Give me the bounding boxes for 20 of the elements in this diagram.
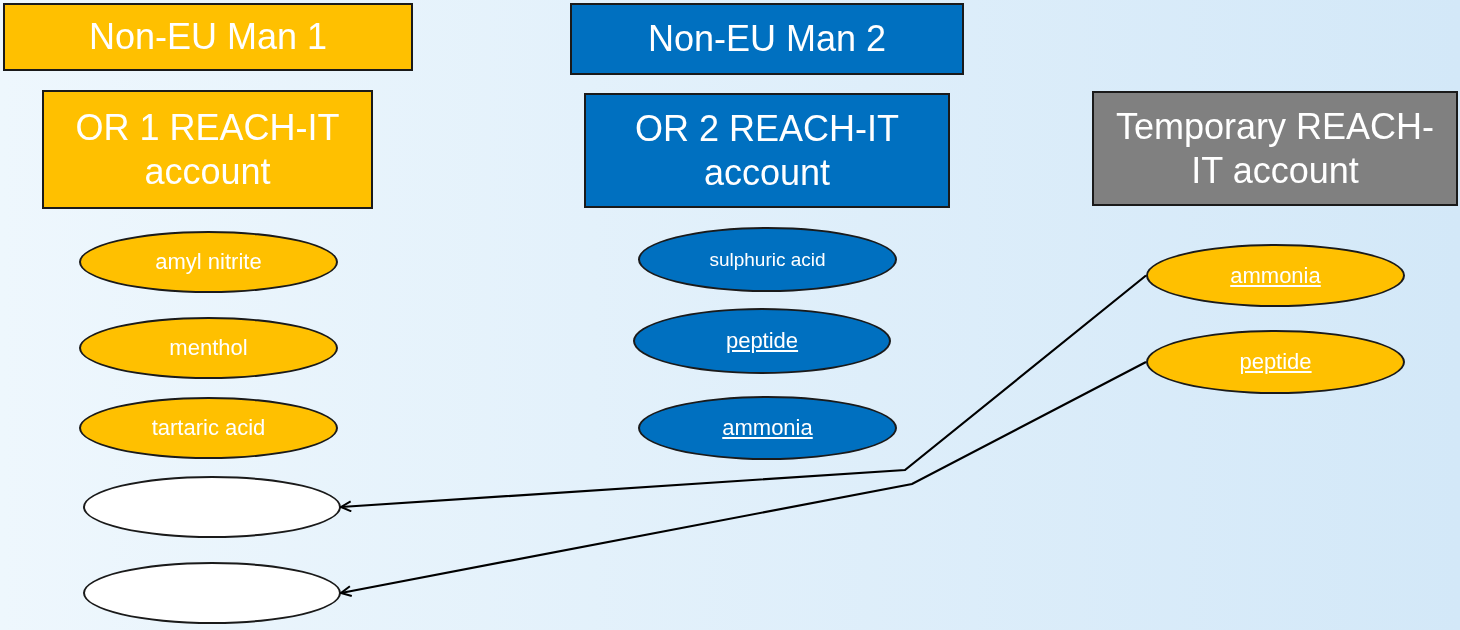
arrow: [340, 274, 1147, 513]
account-title: OR 1 REACH-IT account: [74, 106, 341, 193]
account-box: [1092, 91, 1458, 206]
substance-name: sulphuric acid: [709, 248, 826, 271]
substance-name: ammonia: [722, 415, 813, 441]
substance-name: peptide: [1239, 349, 1312, 375]
account-box: [584, 93, 950, 208]
substance-name: ammonia: [1230, 262, 1321, 289]
account-title: Non-EU Man 2: [647, 17, 887, 61]
substance-name: menthol: [169, 335, 248, 361]
substance-name: peptide: [725, 328, 799, 354]
account-title: OR 2 REACH-IT account: [634, 107, 900, 194]
account-box: [570, 3, 964, 75]
account-box: [42, 90, 373, 209]
arrow: [340, 361, 1147, 598]
account-title: Temporary REACH-IT account: [1114, 105, 1436, 192]
account-box: [3, 3, 413, 71]
account-title: Non-EU Man 1: [88, 15, 328, 59]
substance-name: tartaric acid: [151, 415, 266, 441]
substance-name: amyl nitrite: [155, 249, 262, 275]
